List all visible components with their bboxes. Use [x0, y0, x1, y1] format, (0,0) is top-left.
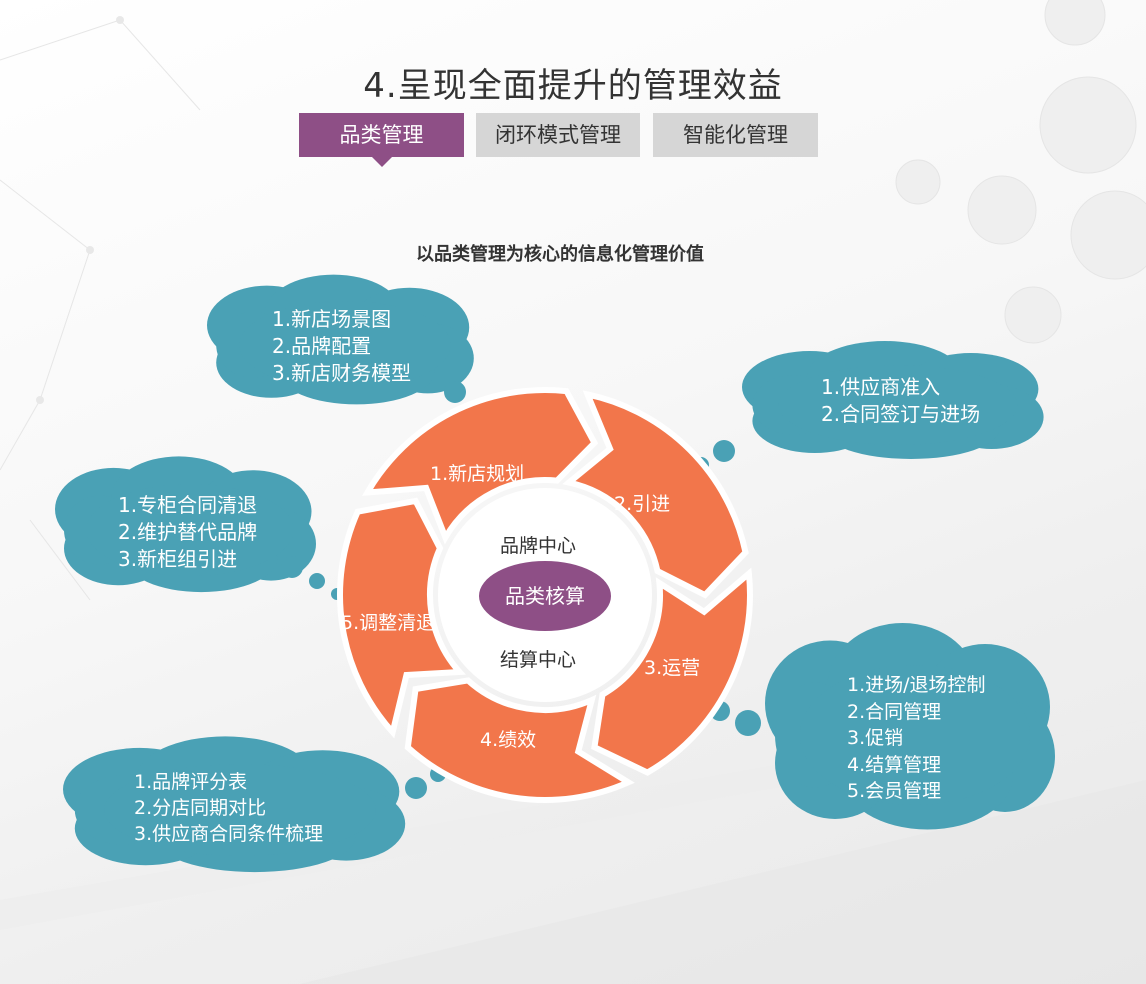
- list-item: 2.品牌配置: [272, 334, 372, 358]
- cloud-shape-adjust: [55, 456, 316, 593]
- ring-segment-new-store: [362, 387, 599, 545]
- cloud-shape-performance: [63, 736, 406, 873]
- page-title: 4.呈现全面提升的管理效益: [363, 66, 783, 106]
- connector-dot: [405, 777, 427, 799]
- connector-dot: [713, 440, 735, 462]
- brand-center-label: 品牌中心: [500, 535, 577, 557]
- core-category-accounting: 品类核算: [479, 561, 611, 631]
- list-item: 1.专柜合同清退: [118, 493, 258, 517]
- list-item: 3.新柜组引进: [118, 547, 238, 571]
- ring-segment-performance: [404, 677, 635, 803]
- segment-label-operate: 3.运营: [644, 657, 701, 679]
- list-item: 2.合同管理: [847, 700, 942, 723]
- connector-dot: [444, 381, 466, 403]
- connector-dot: [309, 573, 325, 589]
- list-item: 1.供应商准入: [821, 375, 941, 399]
- ring-segment-introduce: [562, 390, 749, 599]
- cloud-performance: 1.品牌评分表 2.分店同期对比 3.供应商合同条件梳理: [134, 769, 323, 847]
- list-item: 2.分店同期对比: [134, 797, 267, 819]
- tab-closed-loop-management[interactable]: 闭环模式管理: [476, 113, 640, 157]
- list-item: 1.新店场景图: [272, 307, 392, 331]
- segment-label-adjust: 5.调整清退: [341, 612, 436, 634]
- list-item: 1.进场/退场控制: [847, 674, 986, 696]
- connector-dot: [281, 556, 303, 578]
- segment-label-new-store: 1.新店规划: [430, 463, 525, 485]
- cloud-new-store: 1.新店场景图 2.品牌配置 3.新店财务模型: [272, 306, 411, 387]
- ring-segment-adjust: [337, 497, 466, 739]
- tab-category-management[interactable]: 品类管理: [299, 113, 464, 167]
- settlement-center-label: 结算中心: [500, 649, 577, 671]
- list-item: 3.供应商合同条件梳理: [134, 823, 324, 845]
- cloud-shape-new-store: [206, 274, 474, 405]
- cloud-operate: 1.进场/退场控制 2.合同管理 3.促销 4.结算管理 5.会员管理: [847, 672, 986, 805]
- list-item: 5.会员管理: [847, 780, 942, 802]
- cloud-adjust: 1.专柜合同清退 2.维护替代品牌 3.新柜组引进: [118, 492, 257, 573]
- list-item: 3.促销: [847, 727, 904, 749]
- list-item: 3.新店财务模型: [272, 361, 412, 385]
- connector-dot: [735, 710, 761, 736]
- ring-segment-operate: [591, 567, 753, 776]
- tab-smart-management[interactable]: 智能化管理: [653, 113, 818, 157]
- list-item: 2.合同签订与进场: [821, 402, 981, 426]
- segment-label-performance: 4.绩效: [480, 729, 537, 751]
- cloud-shape-operate: [765, 623, 1055, 830]
- cloud-shape-introduce: [742, 341, 1044, 459]
- list-item: 1.品牌评分表: [134, 771, 248, 793]
- segment-label-introduce: 2.引进: [614, 493, 671, 515]
- list-item: 4.结算管理: [847, 753, 942, 776]
- list-item: 2.维护替代品牌: [118, 520, 258, 544]
- diagram-subtitle: 以品类管理为核心的信息化管理价值: [416, 244, 704, 265]
- cloud-introduce: 1.供应商准入 2.合同签订与进场: [821, 374, 980, 428]
